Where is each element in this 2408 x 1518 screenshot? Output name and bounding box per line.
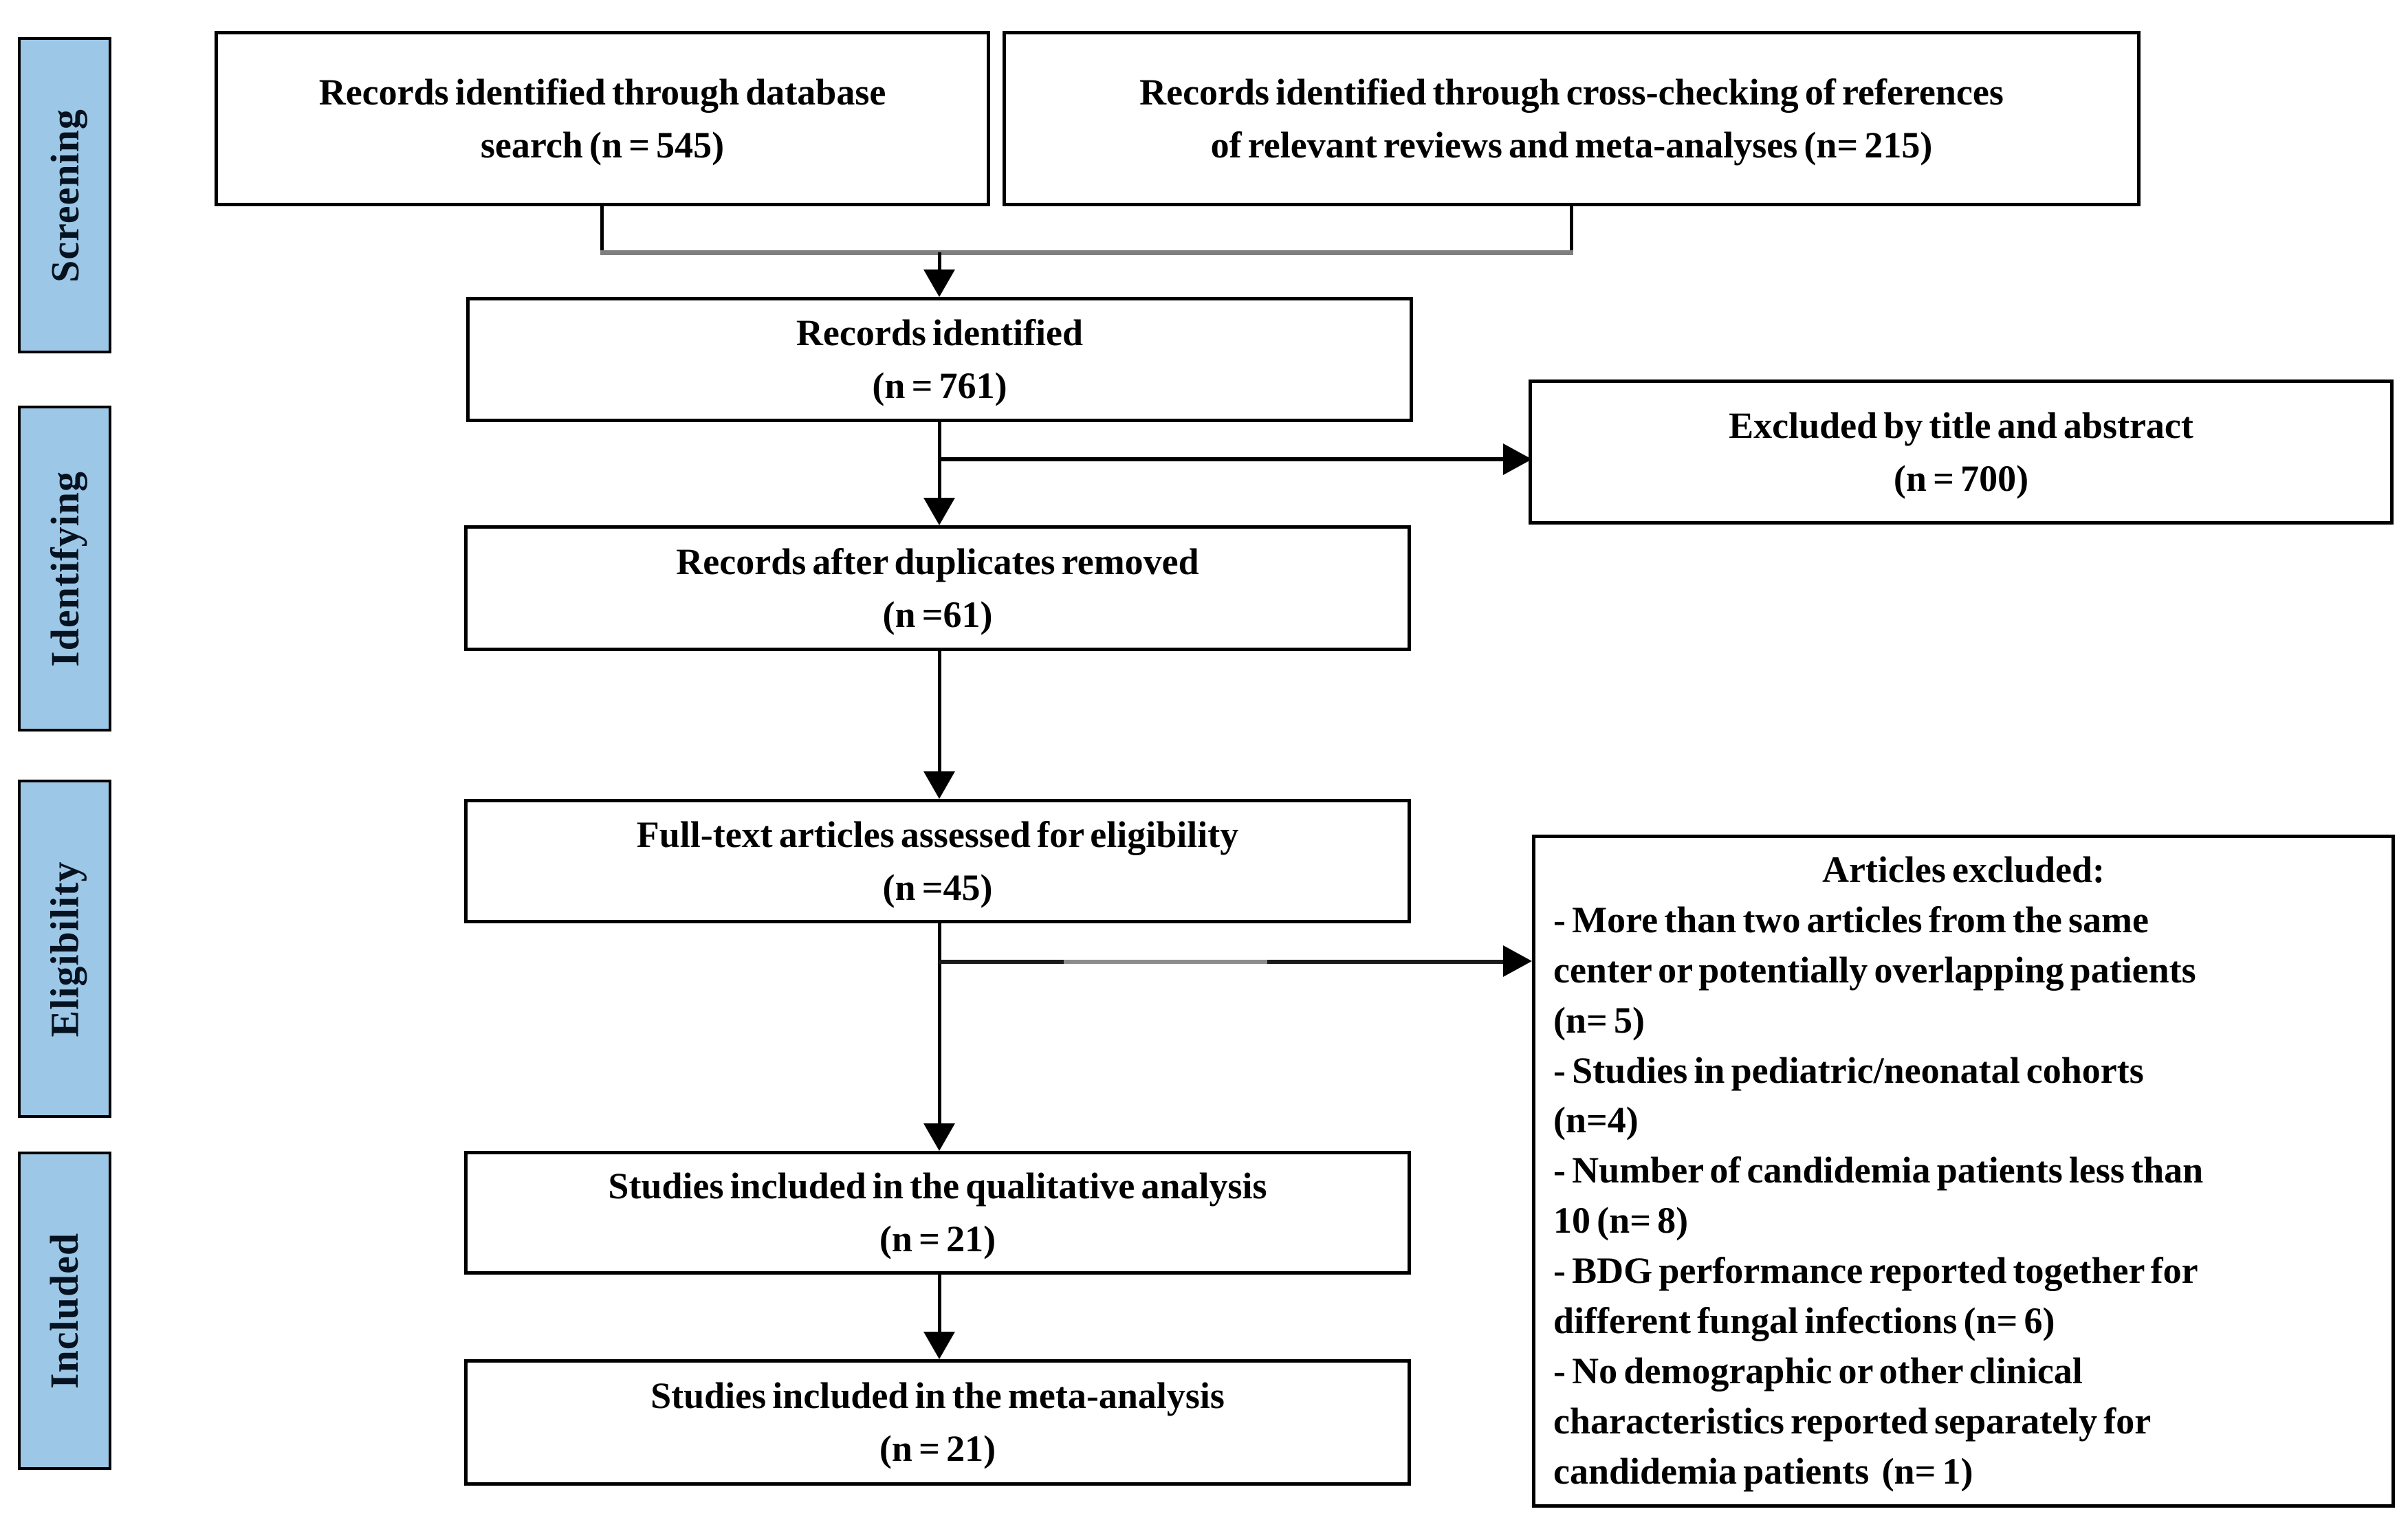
arrowhead-to-meta — [923, 1332, 955, 1359]
stage-label-included: Included — [42, 1232, 87, 1389]
connector-fulltext-down — [938, 923, 941, 1125]
arrowhead-to-qualitative — [923, 1123, 955, 1151]
stage-box-eligibility: Eligibility — [18, 780, 111, 1118]
box-qualitative: Studies included in the qualitative anal… — [464, 1151, 1411, 1275]
excluded-reason-bdg-together: - BDG performance reported together for … — [1553, 1250, 2198, 1342]
box-duplicates-removed: Records after duplicates removed (n =61) — [464, 525, 1411, 651]
arrowhead-to-records-identified — [923, 270, 955, 297]
arrowhead-to-articles-excluded — [1503, 945, 1532, 977]
stage-label-identifying: Identifying — [42, 470, 87, 667]
box-articles-excluded: Articles excluded: - More than two artic… — [1532, 835, 2395, 1508]
stage-box-identifying: Identifying — [18, 406, 111, 732]
box-cross-checking: Records identified through cross-checkin… — [1003, 31, 2141, 206]
connector-left-drop — [600, 206, 604, 254]
connector-to-title-excluded — [939, 457, 1504, 461]
connector-bracket-stem — [938, 252, 941, 273]
connector-qualitative-down — [938, 1275, 941, 1333]
excluded-reason-less-than-10: - Number of candidemia patients less tha… — [1553, 1150, 2204, 1242]
excluded-reason-pediatric: - Studies in pediatric/neonatal cohorts … — [1553, 1049, 2144, 1141]
box-full-text: Full-text articles assessed for eligibil… — [464, 799, 1411, 923]
box-database-search: Records identified through database sear… — [215, 31, 990, 206]
stage-box-screening: Screening — [18, 37, 111, 353]
box-records-identified: Records identified (n = 761) — [466, 297, 1413, 422]
excluded-reason-overlapping: - More than two articles from the same c… — [1553, 899, 2196, 1041]
stage-label-eligibility: Eligibility — [42, 861, 87, 1037]
stage-label-screening: Screening — [42, 108, 87, 283]
connector-to-articles-excluded — [939, 960, 1504, 964]
arrowhead-to-fulltext — [923, 771, 955, 799]
arrowhead-to-duplicates — [923, 498, 955, 525]
articles-excluded-title: Articles excluded: — [1821, 849, 2105, 890]
connector-duplicates-down — [938, 651, 941, 773]
stage-box-included: Included — [18, 1152, 111, 1470]
connector-right-drop — [1570, 206, 1573, 254]
box-meta-analysis: Studies included in the meta-analysis (n… — [464, 1359, 1411, 1486]
excluded-reason-no-demographics: - No demographic or other clinical chara… — [1553, 1350, 2152, 1492]
arrowhead-to-title-excluded — [1503, 443, 1532, 475]
box-excluded-title-abstract: Excluded by title and abstract (n = 700) — [1529, 380, 2394, 525]
connector-bracket — [600, 250, 1573, 255]
